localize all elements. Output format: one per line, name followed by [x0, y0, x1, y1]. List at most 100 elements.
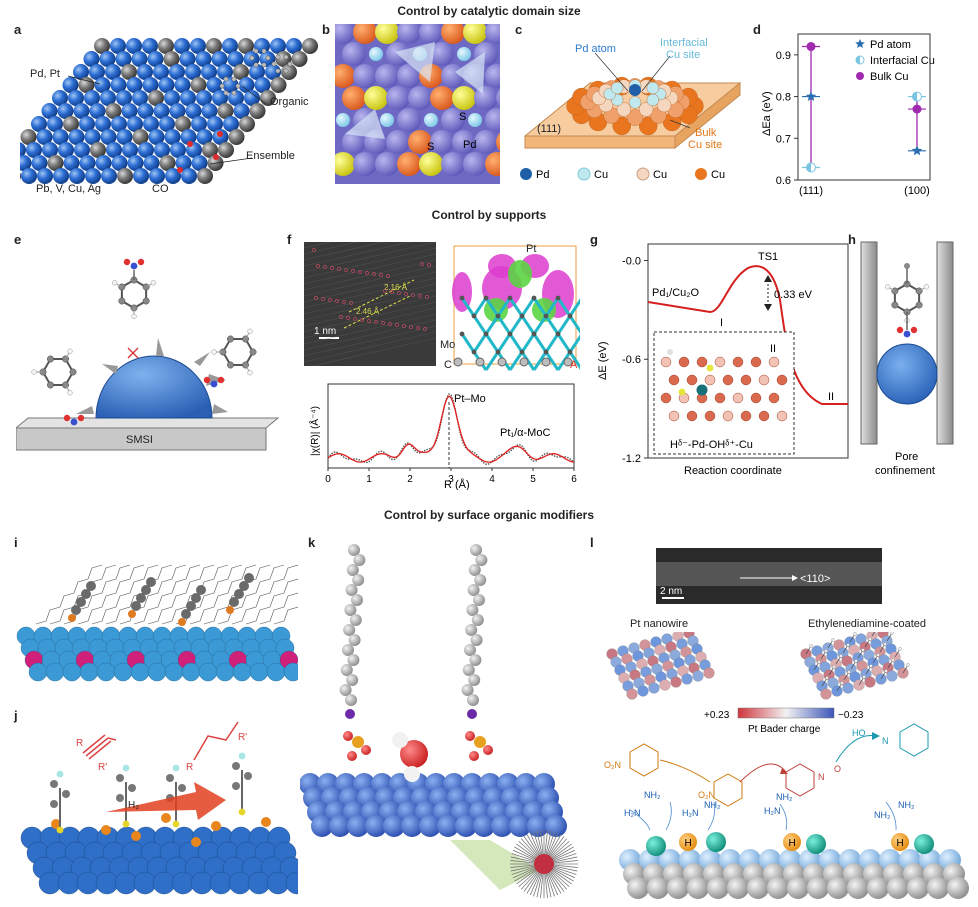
atom [133, 168, 149, 184]
atom [291, 51, 308, 67]
atom [335, 24, 355, 44]
pt-atom [842, 682, 854, 694]
atom [249, 662, 269, 682]
x-tick-label: 6 [571, 474, 577, 485]
hydroxylamine-ring [899, 723, 929, 757]
pt-atom-marker [358, 270, 362, 274]
modifier-atom [131, 831, 141, 841]
label-cb-max: +0.23 [704, 710, 730, 721]
pt-atom-marker [386, 274, 390, 278]
atom [260, 90, 276, 106]
label-cb-min: −0.23 [838, 710, 864, 721]
atom [152, 871, 176, 895]
atom [179, 51, 196, 67]
atom [206, 38, 222, 54]
atom [353, 24, 377, 44]
alkyl-chain [133, 564, 201, 625]
atom [555, 295, 561, 301]
x-tick-label: 3 [448, 474, 454, 485]
atom [437, 815, 459, 837]
pt-atom-marker [360, 318, 364, 322]
atom [408, 130, 432, 154]
atom [52, 90, 68, 106]
data-point-bulk-cu [912, 104, 922, 114]
atom [626, 109, 644, 126]
atom [196, 129, 213, 145]
atom [57, 871, 81, 895]
nitrobenzene-molecule [111, 258, 157, 320]
legend-cu-interfacial: Cu [594, 169, 608, 181]
modifier-atom [51, 819, 61, 829]
substrate-atom [907, 877, 929, 899]
atom [302, 38, 318, 54]
atom [353, 64, 377, 88]
atom [132, 129, 149, 145]
atom [47, 116, 63, 132]
active-pt-site [806, 834, 826, 854]
atom [20, 172, 21, 180]
atom [732, 356, 744, 368]
atom [20, 142, 26, 158]
label-organic: Organic [270, 96, 309, 108]
chart-d-ylabel: ΔEa (eV) [761, 91, 773, 136]
atom [668, 374, 680, 386]
aromatic-molecule [226, 573, 254, 614]
colorbar [737, 707, 835, 719]
amine-group: NH₂ [874, 810, 891, 820]
pt-atom [626, 688, 638, 700]
atom [270, 38, 286, 54]
atom [768, 392, 780, 404]
atom [507, 331, 513, 337]
pt-atom-marker [416, 326, 420, 330]
modifier-atom [211, 821, 221, 831]
atom [610, 81, 624, 95]
atom [249, 103, 266, 119]
x-tick-label: 1 [366, 474, 372, 485]
atom [238, 77, 255, 93]
active-pt-site [914, 834, 934, 854]
label-g-ylabel: ΔE (eV) [597, 341, 609, 380]
substrate-atom [767, 877, 789, 899]
atom [159, 116, 175, 132]
hydrogen-atom [678, 388, 686, 396]
atom [452, 86, 476, 110]
pt-atom [637, 685, 649, 697]
atom [567, 349, 573, 355]
atom [37, 168, 53, 184]
atom [218, 142, 234, 158]
atom [110, 38, 126, 54]
label-interfacial: Interfacial [660, 37, 708, 49]
label-bulk-cu-site: Cu site [688, 139, 722, 151]
aromatic-molecule [128, 577, 156, 618]
atom [115, 51, 132, 67]
panel-letter-j: j [14, 708, 18, 723]
atom [45, 662, 65, 682]
pt-atom [659, 679, 671, 691]
atom [185, 103, 202, 119]
atom [452, 130, 476, 154]
modifier-atom [191, 837, 201, 847]
atom [397, 108, 421, 132]
atom [202, 142, 218, 158]
substrate-atom [687, 877, 709, 899]
alkyl-phosphonate-chain [339, 544, 371, 761]
label-facet-111: (111) [537, 123, 561, 135]
atom [419, 24, 443, 44]
alkyl-chain [259, 592, 298, 625]
atom [79, 155, 96, 171]
atom [28, 662, 48, 682]
organic-molecule [219, 76, 241, 96]
atom [457, 47, 471, 61]
atom [113, 662, 133, 682]
atom [758, 410, 770, 422]
atom [483, 331, 489, 337]
alkyl-chain [63, 564, 131, 625]
pt-atom-marker [418, 294, 422, 298]
atom [491, 815, 513, 837]
data-point-bulk-cu [806, 42, 816, 52]
atom [285, 871, 298, 895]
atom [105, 64, 121, 80]
atom [63, 116, 79, 132]
chart-d-frame [797, 33, 931, 181]
atom [117, 168, 133, 184]
